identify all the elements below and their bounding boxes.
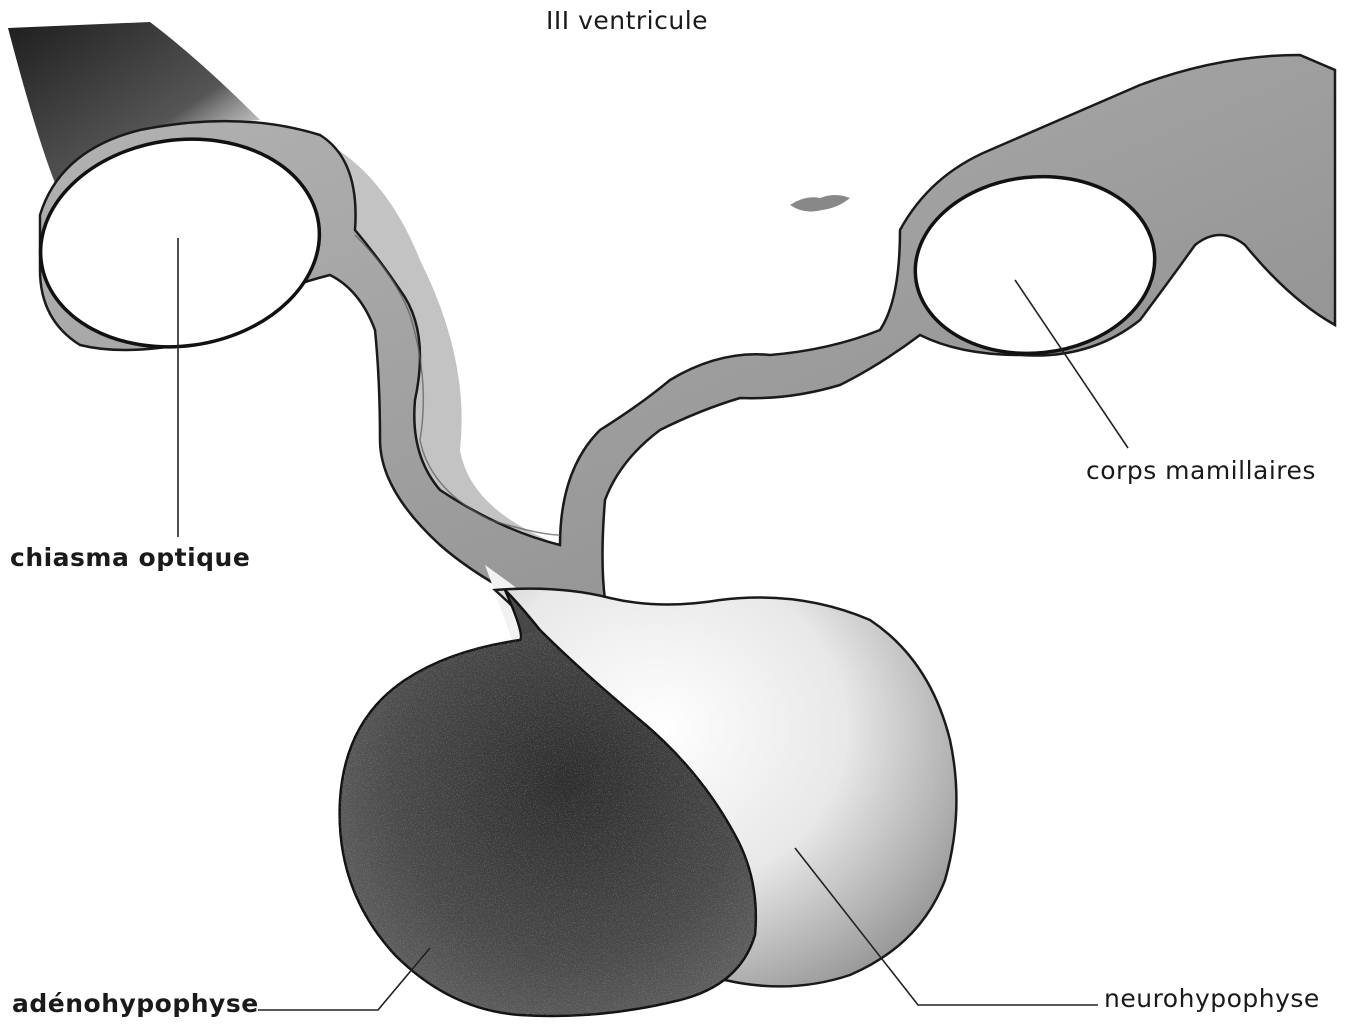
label-mammillary-bodies: corps mamillaires: [1086, 458, 1316, 483]
label-third-ventricle: III ventricule: [546, 8, 708, 33]
label-adenohypophysis: adénohypophyse: [12, 991, 259, 1016]
label-optic-chiasm: chiasma optique: [10, 545, 250, 570]
ventricle-speck: [790, 195, 850, 212]
label-neurohypophysis: neurohypophyse: [1104, 986, 1320, 1011]
